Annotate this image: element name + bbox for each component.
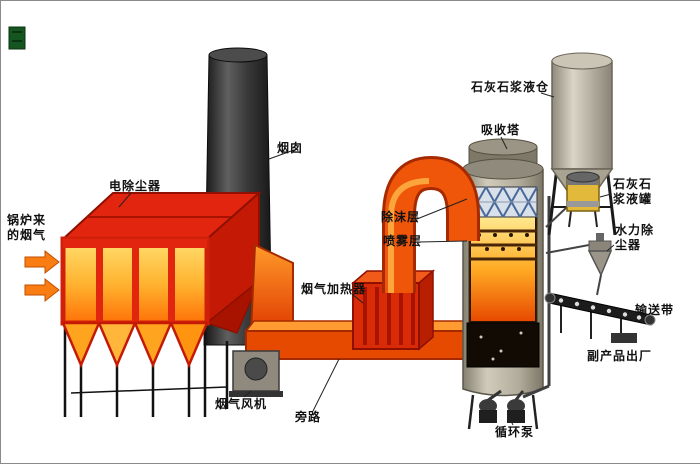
label-gas-heater: 烟气加热器 xyxy=(301,282,367,296)
label-hydraulic-dust-collector: 水力除 尘器 xyxy=(615,223,655,252)
label-demister-layer: 除沫层 xyxy=(381,210,421,224)
slurry-tank xyxy=(545,171,600,228)
esp-unit xyxy=(60,190,262,417)
label-byproduct-out: 副产品出厂 xyxy=(587,349,653,363)
label-esp: 电除尘器 xyxy=(109,179,162,193)
hydro-cyclone xyxy=(545,233,613,296)
label-gas-fan: 烟气风机 xyxy=(215,397,268,411)
demister-pattern xyxy=(468,186,538,218)
label-limestone-slurry-silo: 石灰石浆液仓 xyxy=(471,80,550,94)
label-conveyor-belt: 输送带 xyxy=(635,303,675,317)
fan-unit xyxy=(229,350,283,397)
label-chimney: 烟囱 xyxy=(277,141,304,155)
label-boiler-flue-gas: 锅炉来 的烟气 xyxy=(7,213,47,242)
label-absorber: 吸收塔 xyxy=(481,123,521,137)
absorber-tower xyxy=(462,138,544,430)
label-spray-layer: 喷雾层 xyxy=(383,234,423,248)
label-circulation-pump: 循环泵 xyxy=(495,425,535,439)
flue-gas-arrows xyxy=(24,249,60,303)
label-bypass: 旁路 xyxy=(295,410,322,424)
corner-mark xyxy=(8,26,26,50)
label-limestone-slurry-tank: 石灰石 浆液罐 xyxy=(613,177,653,206)
arch-duct xyxy=(382,155,480,293)
conveyor xyxy=(544,292,656,343)
leader-lines xyxy=(118,92,637,426)
duct-elbow xyxy=(249,243,294,332)
